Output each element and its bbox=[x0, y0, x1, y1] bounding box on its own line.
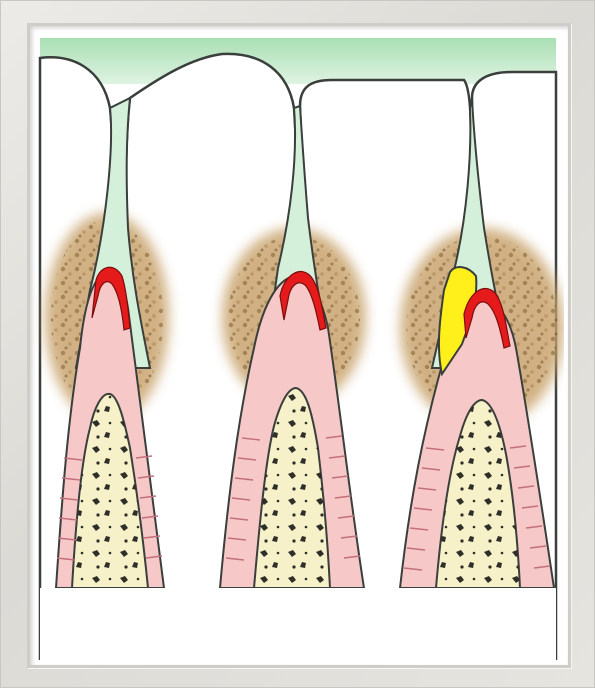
pocket-band bbox=[40, 38, 556, 84]
lower-blank-area bbox=[40, 588, 556, 660]
periodontal-diagram bbox=[32, 28, 564, 660]
